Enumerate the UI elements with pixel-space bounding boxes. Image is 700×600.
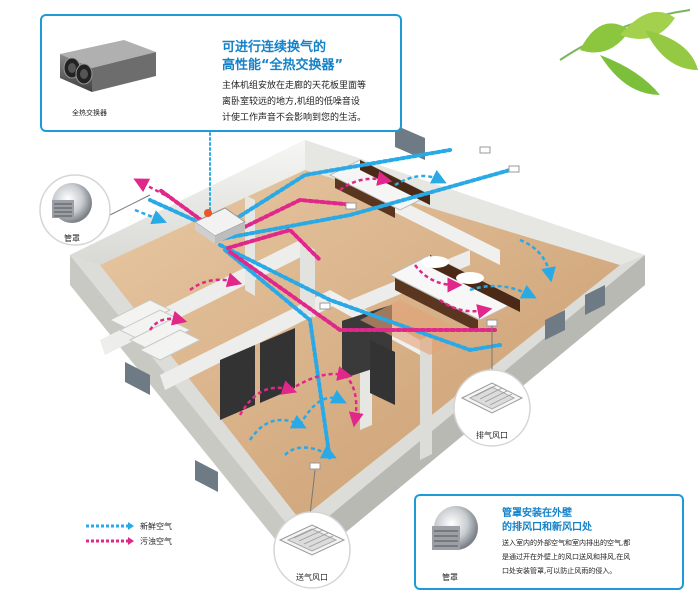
exhaust-vent-label: 排气风口 (476, 430, 508, 440)
vent-cap-title-line1: 管罩安装在外壁 (502, 508, 572, 519)
legend-fresh-label: 新鲜空气 (140, 521, 172, 531)
vent-cap-title-line2: 的排风口和新风口处 (502, 522, 592, 533)
heat-exchanger-unit (194, 207, 246, 244)
vent-cap-desc-line2: 是通过开在外壁上的风口送风和排风,在风 (502, 553, 631, 561)
heat-exchanger-callout: 全热交换器 可进行连续换气的 高性能“全热交换器” 主体机组安放在走廊的天花板里… (40, 14, 402, 132)
leaves-decoration (559, 9, 698, 95)
airflow-arrows (133, 169, 556, 459)
callout-desc-line1: 主体机组安放在走廊的天花板里面等 (222, 81, 367, 91)
callout-desc-line3: 计使工作声音不会影响到您的生活。 (222, 113, 367, 123)
vent-cap-callout-label: 管罩 (442, 573, 458, 582)
callout-desc-line2: 离卧室较远的地方,机组的低噪音设 (222, 97, 360, 107)
callout-title-line2: 高性能“全热交换器” (222, 58, 344, 73)
duct-network (148, 129, 512, 462)
legend (86, 522, 134, 545)
legend-stale-label: 污浊空气 (140, 536, 172, 546)
callout-title-line1: 可进行连续换气的 (222, 40, 327, 55)
vent-cap-image (432, 506, 478, 550)
exhaust-vent-circle (453, 369, 531, 447)
heat-exchanger-unit-label: 全热交换器 (72, 109, 107, 117)
vent-cap-callout: 管罩 管罩安装在外壁 的排风口和新风口处 送入室内的外部空气和室内排出的空气,都… (414, 494, 684, 590)
vent-cap-desc-line3: 口处安装管罩,可以防止风雨的侵入。 (502, 567, 617, 575)
vent-cap-label-left: 管罩 (64, 233, 80, 243)
vent-cap-desc-line1: 送入室内的外部空气和室内排出的空气,都 (502, 539, 631, 547)
ceiling-vents (309, 146, 520, 470)
supply-vent-circle (273, 511, 351, 589)
heat-exchanger-product-image (60, 40, 156, 92)
supply-vent-label: 送气风口 (296, 572, 328, 582)
vent-cap-left (39, 174, 111, 246)
